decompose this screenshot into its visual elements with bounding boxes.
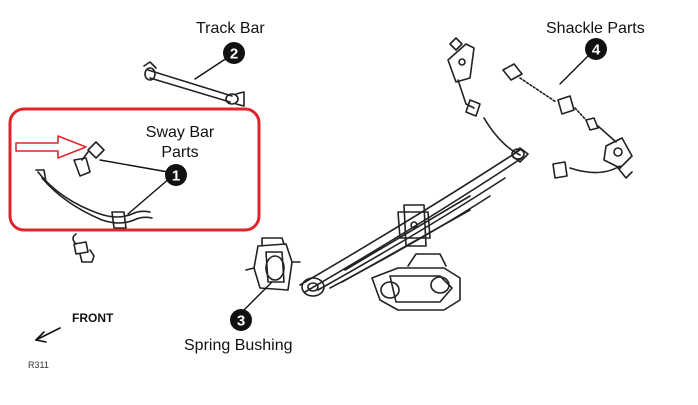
spring-eye — [301, 277, 325, 297]
shackle-parts-group — [502, 63, 633, 179]
sway-link-part — [72, 233, 95, 263]
svg-text:2: 2 — [230, 46, 238, 63]
rear-bushings — [465, 99, 621, 179]
sway-bar-label-line1: Sway Bar — [145, 124, 215, 141]
highlight-box — [8, 107, 261, 232]
callout-badge-2: 2 — [223, 42, 245, 64]
sway-bar-label-line2: Parts — [161, 144, 199, 161]
leader-lines — [99, 51, 593, 315]
figure-code: R311 — [28, 360, 49, 370]
red-pointer-arrow — [15, 135, 87, 159]
track-bar-part — [143, 61, 245, 107]
spring-bushing-part — [245, 237, 301, 291]
sway-bar-part — [35, 141, 153, 229]
track-bar-label: Track Bar — [196, 20, 265, 37]
spring-bushing-label: Spring Bushing — [184, 337, 293, 354]
svg-text:4: 4 — [592, 42, 601, 59]
callout-badge-3: 3 — [230, 309, 252, 331]
axle-bracket — [371, 253, 461, 311]
front-arrow — [35, 327, 61, 343]
shackle-parts-label: Shackle Parts — [546, 20, 645, 37]
shackle-hanger — [511, 147, 529, 163]
leaf-spring — [299, 149, 523, 293]
svg-text:1: 1 — [172, 168, 180, 185]
callout-badge-4: 4 — [585, 38, 607, 60]
svg-text:3: 3 — [237, 313, 245, 330]
front-label: FRONT — [72, 311, 114, 325]
callout-badge-1: 1 — [165, 164, 187, 186]
frame-bracket — [447, 37, 475, 109]
